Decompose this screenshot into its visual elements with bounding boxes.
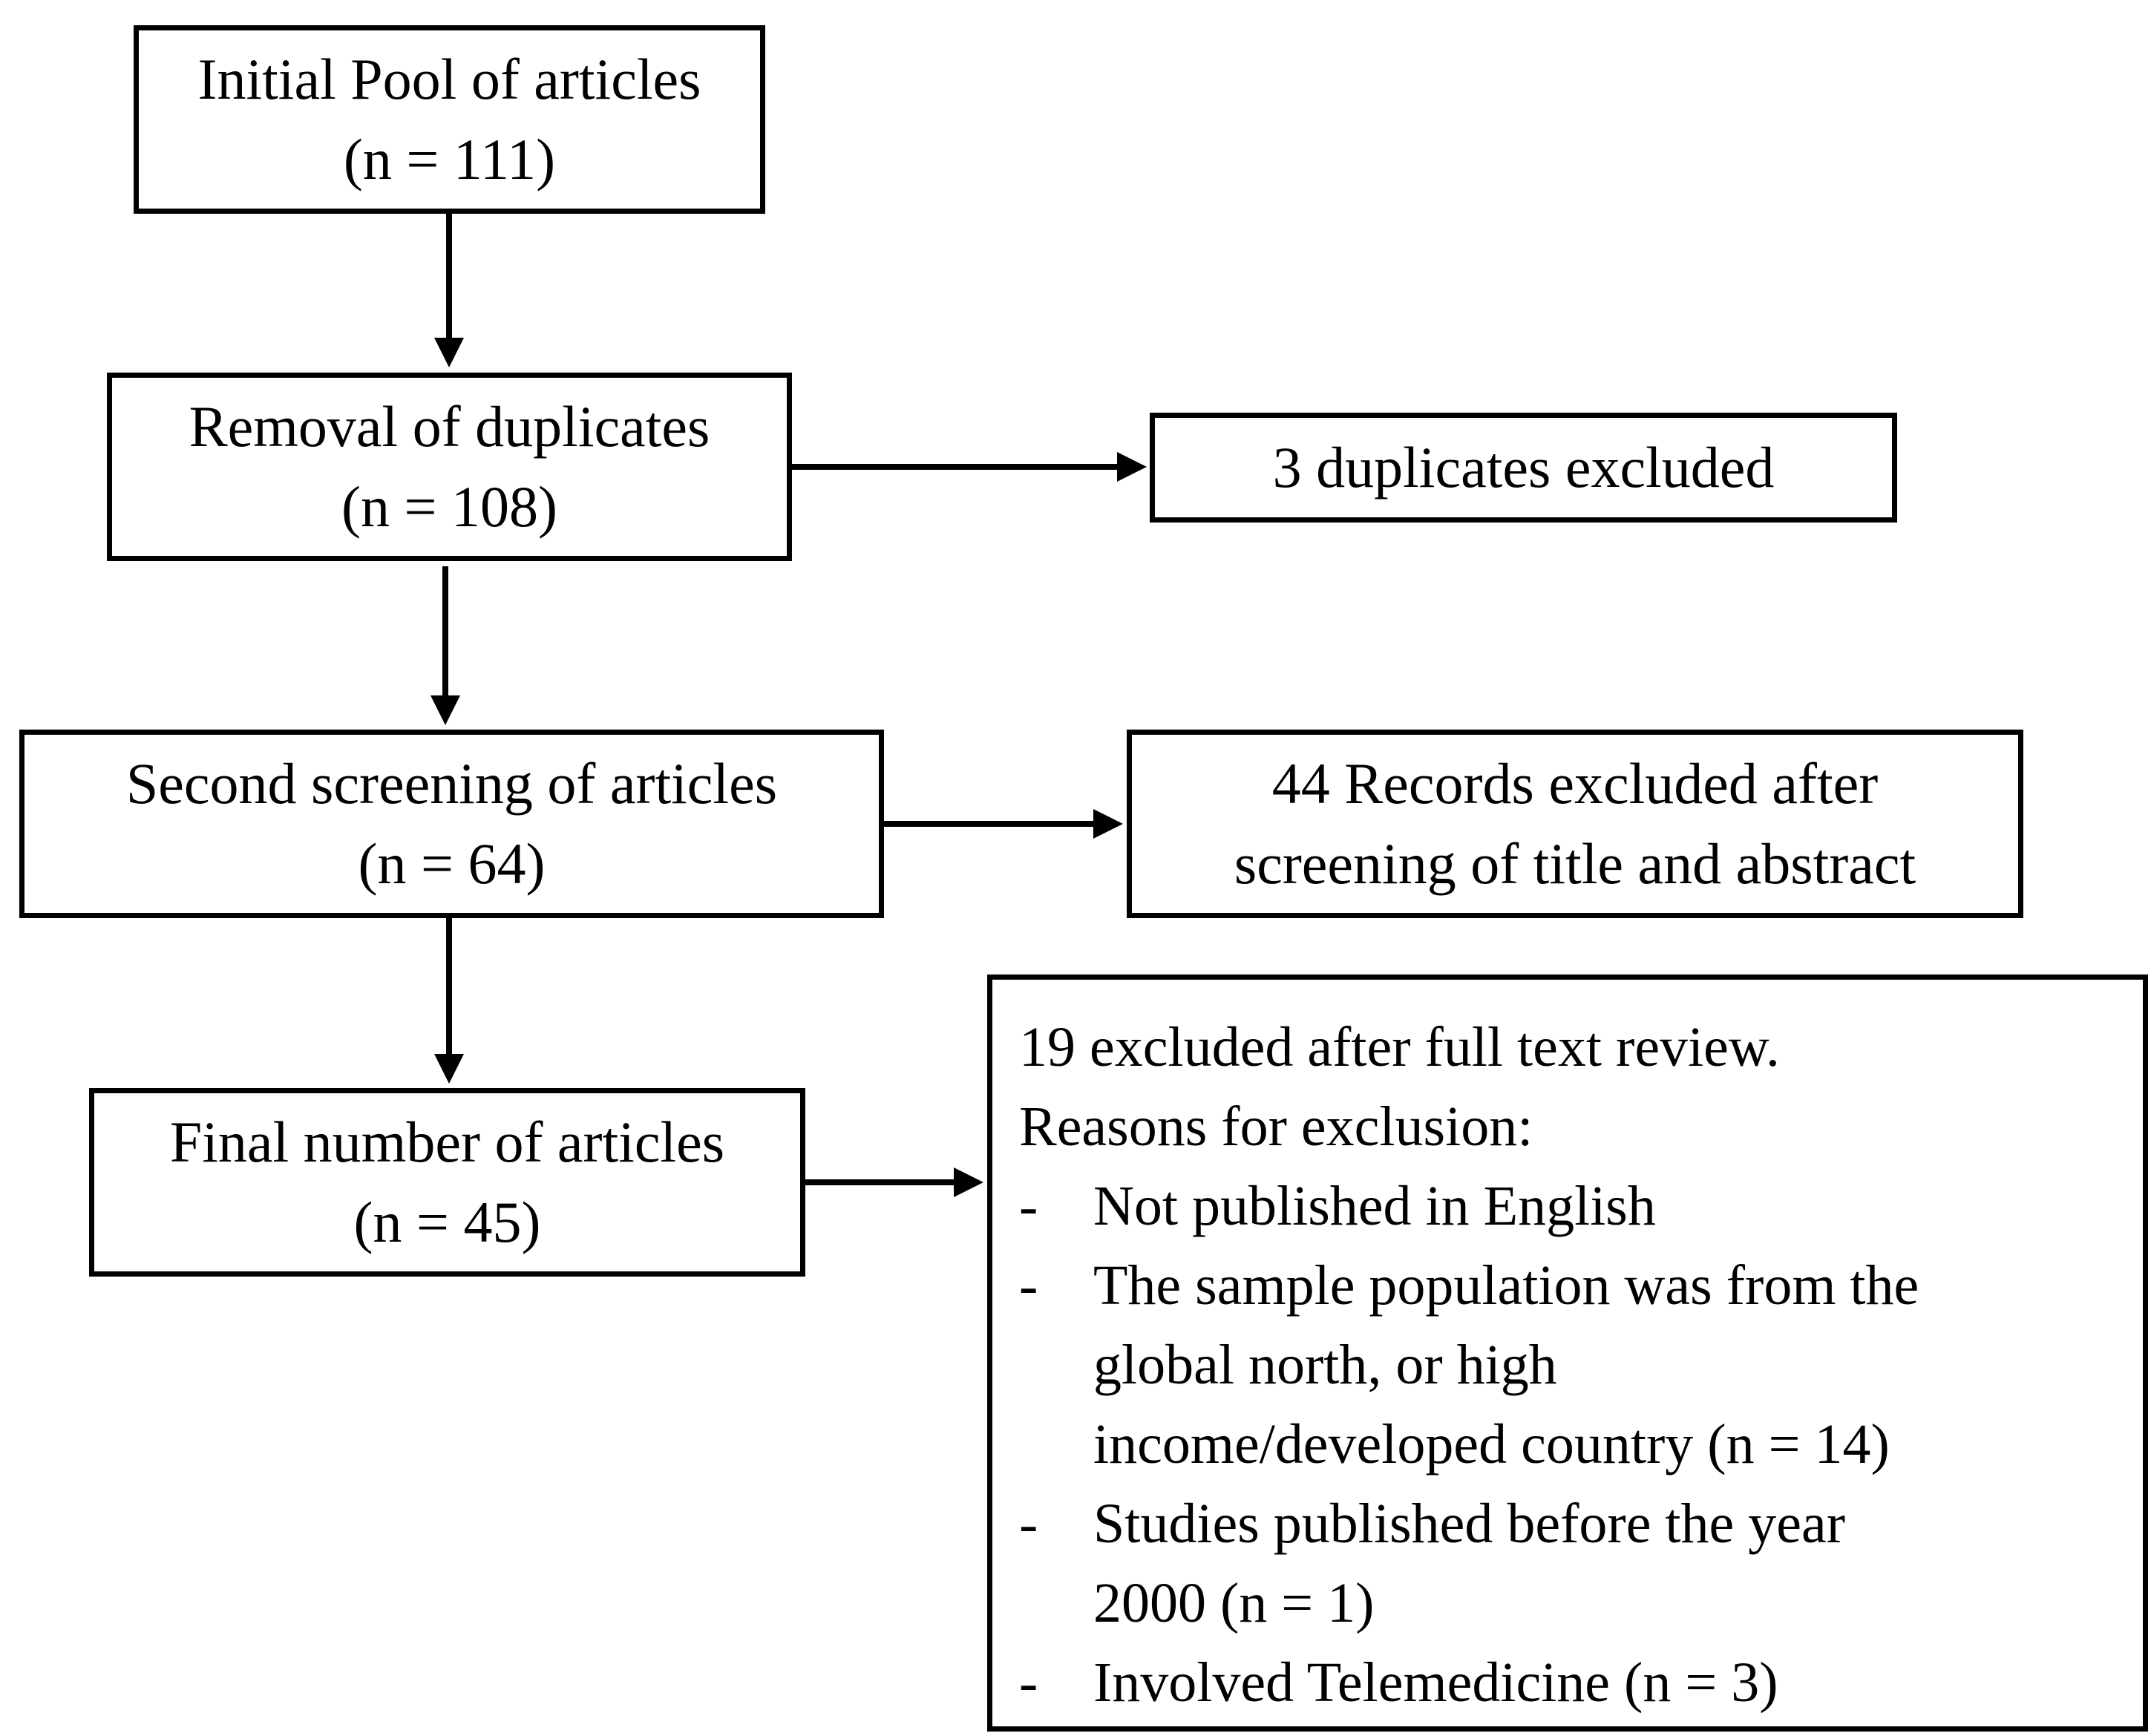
second-screening-count: (n = 64) [358,831,546,896]
full-text-exclusion-heading: 19 excluded after full text review. [1019,1016,1780,1078]
duplicates-excluded-text: 3 duplicates excluded [1272,435,1775,499]
records-excluded-box: 44 Records excluded after screening of t… [1127,730,2023,918]
exclusion-reason-text: Not published in English [1093,1175,1656,1237]
arrow-duplicates-to-second [430,566,460,725]
exclusion-reason-text: The sample population was from the [1093,1254,1919,1317]
arrow-second-to-records-excluded [884,809,1123,839]
exclusion-reason-item: - Studies published before the year 2000… [1019,1484,2143,1643]
duplicates-excluded-box: 3 duplicates excluded [1150,413,1897,523]
exclusion-reason-item: - Not published in English [1019,1167,2143,1246]
exclusion-reason-text: global north, or high [1093,1334,1557,1396]
full-text-exclusion-box: 19 excluded after full text review. Reas… [987,975,2148,1732]
exclusion-reason-text: income/developed country (n = 14) [1093,1413,1890,1475]
bullet-dash: - [1019,1493,1038,1555]
records-excluded-line2: screening of title and abstract [1234,831,1916,896]
arrow-final-to-fulltext-excluded [805,1167,983,1197]
exclusion-reason-text: Studies published before the year [1093,1493,1846,1555]
records-excluded-line1: 44 Records excluded after [1271,751,1879,816]
final-number-title: Final number of articles [169,1110,725,1174]
second-screening-box: Second screening of articles (n = 64) [19,730,884,918]
final-number-box: Final number of articles (n = 45) [89,1088,805,1277]
bullet-dash: - [1019,1175,1038,1237]
exclusion-reasons-heading: Reasons for exclusion: [1019,1095,1533,1158]
exclusion-reason-item: - The sample population was from the glo… [1019,1246,2143,1484]
exclusion-reason-item: - Involved Telemedicine (n = 3) [1019,1643,2143,1723]
exclusion-reason-text: 2000 (n = 1) [1093,1572,1375,1634]
exclusion-reason-text: Involved Telemedicine (n = 3) [1093,1651,1778,1714]
arrow-initial-to-duplicates [434,214,464,367]
initial-pool-title: Initial Pool of articles [197,47,701,111]
bullet-dash: - [1019,1254,1038,1317]
removal-duplicates-box: Removal of duplicates (n = 108) [107,373,792,561]
bullet-dash: - [1019,1651,1038,1714]
removal-duplicates-count: (n = 108) [341,474,557,539]
initial-pool-count: (n = 111) [343,127,556,191]
initial-pool-box: Initial Pool of articles (n = 111) [134,25,765,214]
second-screening-title: Second screening of articles [125,751,778,816]
final-number-count: (n = 45) [353,1190,541,1254]
removal-duplicates-title: Removal of duplicates [189,394,710,459]
arrow-second-to-final [434,918,464,1084]
arrow-duplicates-to-excluded [792,452,1147,482]
